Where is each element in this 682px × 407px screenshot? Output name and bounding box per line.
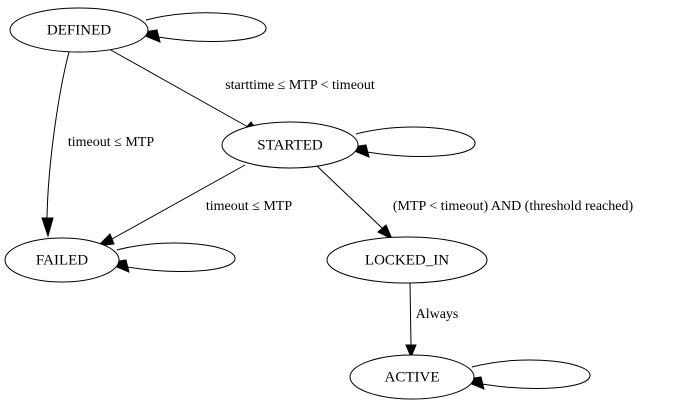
node-active[interactable]: ACTIVE xyxy=(349,354,475,400)
edge-defined-to-failed-path xyxy=(46,51,70,219)
edge-started-to-failed[interactable]: timeout ≤ MTP xyxy=(96,164,292,247)
edge-label-timeout-mtp-defined-failed: timeout ≤ MTP xyxy=(68,135,154,150)
edge-started-to-failed-arrowhead xyxy=(96,233,115,247)
edge-defined-to-started-path xyxy=(108,48,249,128)
node-locked-in[interactable]: LOCKED_IN xyxy=(326,236,488,284)
node-active-label: ACTIVE xyxy=(385,369,440,385)
edge-started-self-path xyxy=(355,126,476,157)
edge-active-self-path xyxy=(471,359,591,389)
edge-label-timeout-mtp-started-failed: timeout ≤ MTP xyxy=(206,199,292,214)
node-locked-in-ellipse xyxy=(326,236,488,284)
node-defined-label: DEFINED xyxy=(47,22,111,38)
edge-label-always: Always xyxy=(416,307,459,322)
edge-locked-in-to-active-path xyxy=(409,282,412,346)
node-started-ellipse xyxy=(221,121,359,169)
node-started[interactable]: STARTED xyxy=(221,121,359,169)
node-failed[interactable]: FAILED xyxy=(4,237,120,283)
edge-locked-in-to-active[interactable]: Always xyxy=(405,282,459,359)
node-defined[interactable]: DEFINED xyxy=(9,7,149,53)
node-locked-in-label: LOCKED_IN xyxy=(365,252,449,268)
edge-started-self[interactable] xyxy=(345,126,476,158)
edge-label-starttime-mtp-timeout: starttime ≤ MTP < timeout xyxy=(225,78,375,93)
edge-failed-self[interactable] xyxy=(105,242,236,273)
node-failed-ellipse xyxy=(4,237,120,283)
node-defined-ellipse xyxy=(9,7,149,53)
edge-label-mtp-timeout-threshold-reached: (MTP < timeout) AND (threshold reached) xyxy=(393,199,634,214)
edge-failed-self-path xyxy=(116,242,236,272)
edge-started-to-locked-in[interactable]: (MTP < timeout) AND (threshold reached) xyxy=(316,165,634,241)
edge-defined-to-failed[interactable]: timeout ≤ MTP xyxy=(41,51,154,238)
edge-started-to-failed-path xyxy=(111,164,246,240)
node-failed-label: FAILED xyxy=(36,252,88,268)
node-started-label: STARTED xyxy=(257,137,323,153)
edge-defined-self-path xyxy=(145,12,267,42)
edge-started-to-locked-in-arrowhead xyxy=(377,224,393,241)
edge-defined-self[interactable] xyxy=(136,12,267,43)
edge-active-self[interactable] xyxy=(460,359,591,390)
edge-started-to-locked-in-path xyxy=(316,165,383,229)
edge-defined-to-started[interactable]: starttime ≤ MTP < timeout xyxy=(108,48,375,134)
edge-defined-to-failed-arrowhead xyxy=(41,217,54,238)
edge-locked-in-to-active-arrowhead xyxy=(405,344,417,359)
node-active-ellipse xyxy=(349,354,475,400)
